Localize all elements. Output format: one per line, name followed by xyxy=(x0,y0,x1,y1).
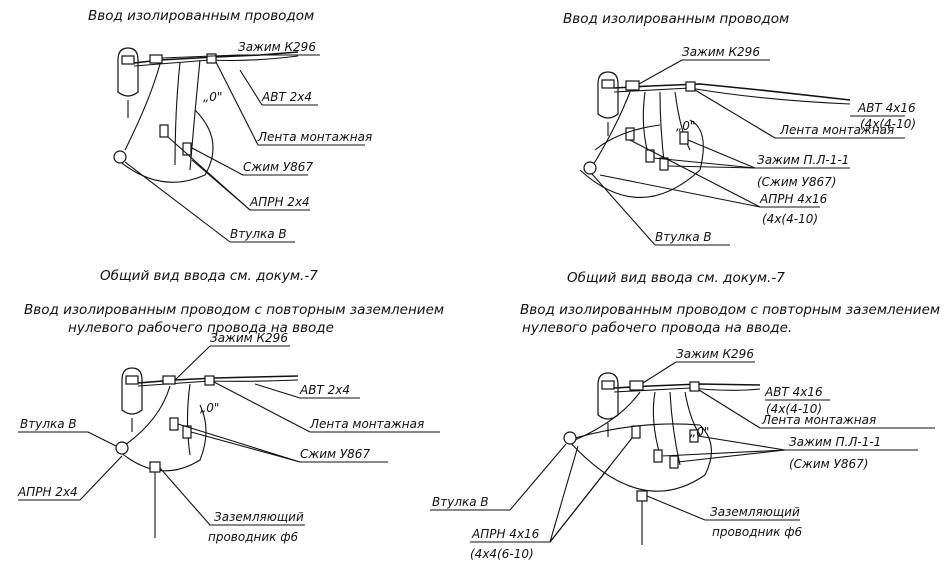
label-ground-1: Заземляющий xyxy=(710,505,800,519)
label-sleeve-b: Втулка В xyxy=(655,230,712,244)
panel-bottom-left: Ввод изолированным проводом с повторным … xyxy=(17,302,444,544)
general-view-right: Общий вид ввода см. докум.-7 xyxy=(567,270,785,286)
label-cable-abt-2: (4х(4-10) xyxy=(860,117,916,131)
insulator-icon xyxy=(121,367,143,432)
label-clamp-k296: Зажим К296 xyxy=(676,347,754,361)
sleeve-b-icon xyxy=(583,161,597,175)
label-sleeve-b: Втулка В xyxy=(432,495,489,509)
label-mounting-tape: Лента монтажная xyxy=(779,123,894,137)
panel-br-title-1: Ввод изолированным проводом с повторным … xyxy=(520,302,940,318)
label-zero: „0" xyxy=(690,425,709,439)
label-mounting-tape: Лента монтажная xyxy=(309,417,424,431)
label-aprn: АПРН 2х4 xyxy=(249,195,310,209)
clamp-k296-icon xyxy=(629,380,644,391)
panel-bl-title-1: Ввод изолированным проводом с повторным … xyxy=(24,302,444,318)
label-clamp-pl-alt: (Сжим У867) xyxy=(757,175,836,189)
label-cable-abt: АВТ 2х4 xyxy=(261,90,312,104)
tape-node-icon xyxy=(206,53,217,64)
label-mounting-tape: Лента монтажная xyxy=(761,413,876,427)
label-squeeze-u867: Сжим У867 xyxy=(243,160,313,174)
label-ground-2: проводник ф6 xyxy=(712,525,802,539)
cable-abt-icon xyxy=(137,375,299,384)
panel-br-title-2: нулевого рабочего провода на вводе. xyxy=(522,320,792,336)
label-aprn-1: АПРН 4х16 xyxy=(471,527,540,541)
label-ground-2: проводник ф6 xyxy=(208,530,298,544)
panel-top-right: Ввод изолированным проводом Зажим К296 А… xyxy=(563,11,916,246)
panel-top-left: Ввод изолированным проводом Зажим К296 А… xyxy=(88,8,372,243)
label-zero: „0" xyxy=(203,90,222,104)
tape-node-icon xyxy=(685,81,696,92)
label-aprn: АПРН 2х4 xyxy=(17,485,78,499)
sleeve-b-icon xyxy=(113,150,127,164)
ground-clamp-icon xyxy=(636,490,648,502)
panel-bottom-right: Ввод изолированным проводом с повторным … xyxy=(430,302,940,561)
general-view-left: Общий вид ввода см. докум.-7 xyxy=(100,268,318,284)
label-mounting-tape: Лента монтажная xyxy=(257,130,372,144)
label-ground-1: Заземляющий xyxy=(214,510,304,524)
panel-bl-title-2: нулевого рабочего провода на вводе xyxy=(68,320,334,336)
label-clamp-pl-alt: (Сжим У867) xyxy=(789,457,868,471)
label-aprn-2: (4х(4-10) xyxy=(762,212,818,226)
label-cable-abt-1: АВТ 4х16 xyxy=(764,385,823,399)
ground-clamp-icon xyxy=(149,461,161,473)
label-squeeze-u867: Сжим У867 xyxy=(300,447,370,461)
clamp-k296-icon xyxy=(625,80,640,91)
sleeve-b-icon xyxy=(563,431,577,445)
sleeve-loop-icon xyxy=(119,404,207,472)
tape-node-icon xyxy=(689,381,700,392)
label-aprn-2: (4х4(6-10) xyxy=(470,547,534,561)
cable-abt-icon xyxy=(613,83,851,101)
label-cable-abt: АВТ 2х4 xyxy=(299,383,350,397)
insulator-icon xyxy=(117,47,139,118)
label-cable-abt-2: (4х(4-10) xyxy=(766,402,822,416)
label-sleeve-b: Втулка В xyxy=(20,417,77,431)
clamp-k296-icon xyxy=(149,54,163,64)
panel-tl-title: Ввод изолированным проводом xyxy=(88,8,314,24)
sleeve-loop-icon xyxy=(579,119,704,198)
insulator-icon xyxy=(597,372,619,437)
insulator-icon xyxy=(597,71,619,136)
tape-node-icon xyxy=(204,375,215,386)
label-clamp-k296: Зажим К296 xyxy=(210,331,288,345)
label-sleeve-b: Втулка В xyxy=(230,227,287,241)
sleeve-loop-icon xyxy=(567,424,712,492)
sleeve-b-icon xyxy=(115,441,129,455)
clamp-k296-icon xyxy=(162,375,176,385)
sleeve-loop-icon xyxy=(117,109,214,183)
label-zero: „0" xyxy=(676,119,695,133)
label-clamp-k296: Зажим К296 xyxy=(682,45,760,59)
label-clamp-k296: Зажим К296 xyxy=(238,40,316,54)
panel-tr-title: Ввод изолированным проводом xyxy=(563,11,789,27)
label-zero: „0" xyxy=(200,401,219,415)
label-clamp-pl: Зажим П.Л-1-1 xyxy=(789,435,881,449)
label-cable-abt-1: АВТ 4х16 xyxy=(857,101,916,115)
label-clamp-pl: Зажим П.Л-1-1 xyxy=(757,153,849,167)
label-aprn-1: АПРН 4х16 xyxy=(759,192,828,206)
